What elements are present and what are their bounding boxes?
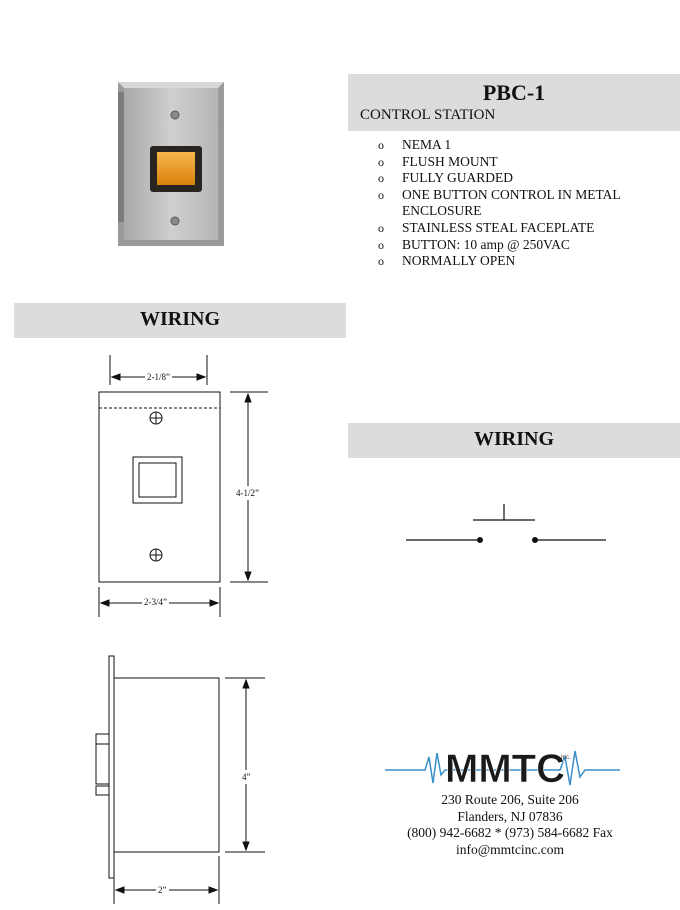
company-address: 230 Route 206, Suite 206 Flanders, NJ 07… [380,792,640,858]
wiring-heading-left: WIRING [139,308,220,330]
address-line2: Flanders, NJ 07836 [457,808,563,824]
dim-side-width: 2” [156,885,169,895]
dim-bottom-width: 2-3/4” [142,597,169,607]
address-line1: 230 Route 206, Suite 206 [441,792,579,807]
product-subtitle: CONTROL STATION [360,107,496,123]
bullet-icon: o [378,138,384,152]
bullet-icon: o [378,187,384,202]
company-logo: MMTC Inc. [385,745,620,795]
wiring-band-left [14,303,346,338]
product-photo [118,82,224,246]
title-band [348,74,680,131]
bullet-icon: o [378,220,384,235]
bullet-icon: o [378,154,384,169]
dim-depth: 4” [242,770,251,784]
wiring-band-right [348,423,680,458]
model-title: PBC-1 [482,80,546,105]
bullet-icon: o [378,171,384,186]
dim-height: 4-1/2” [236,486,259,500]
dim-top-width: 2-1/8” [145,372,172,382]
phone: (800) 942-6682 * (973) 584-6682 Fax [407,825,613,840]
email: info@mmtcinc.com [455,841,565,857]
bullet-icon: o [378,254,384,269]
wiring-heading-right: WIRING [473,428,554,450]
logo-text: MMTC [445,747,565,790]
side-view-drawing [95,655,265,904]
switch-schematic [406,504,606,543]
bullet-icon: o [378,237,384,252]
logo-suffix: Inc. [561,755,571,761]
